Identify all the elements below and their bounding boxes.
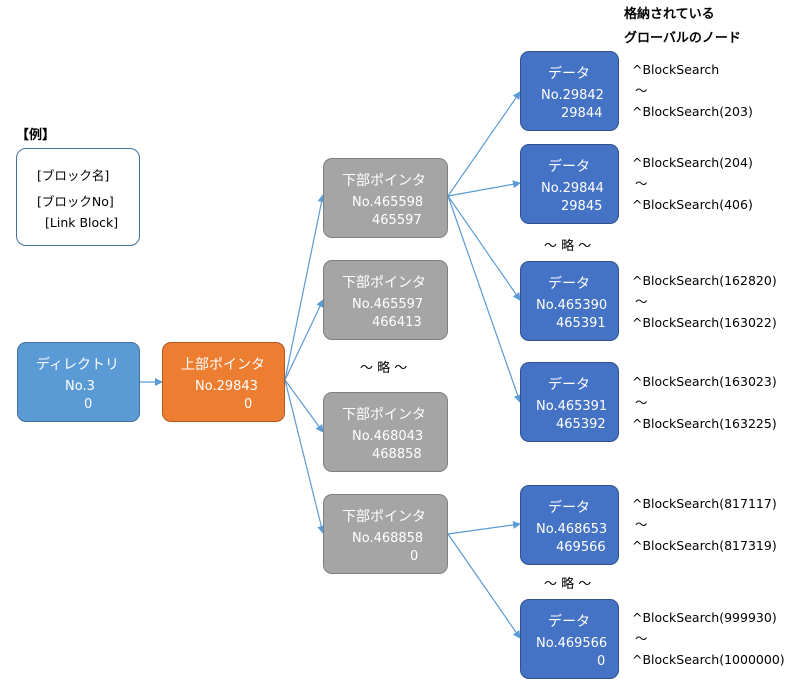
global-range: ^BlockSearch(204) ～ ^BlockSearch(406): [632, 152, 753, 215]
node-block-no: No.465390: [536, 298, 608, 313]
ellipsis-data-upper: ～ 略 ～: [544, 239, 592, 254]
legend-block-name: [ブロック名]: [37, 168, 110, 183]
node-block-no: No.29843: [195, 379, 258, 394]
data-node: データ No.29842 29844: [520, 51, 619, 131]
node-title: データ: [548, 276, 590, 292]
node-link-block: 468858: [372, 447, 422, 462]
global-range-tilde: ～: [635, 517, 648, 532]
node-title: ディレクトリ: [36, 357, 120, 373]
global-range-tilde: ～: [635, 176, 648, 191]
node-link-block: 466413: [372, 315, 422, 330]
edge-upper-lower4: [284, 379, 326, 534]
data-node: データ No.465390 465391: [520, 261, 619, 341]
global-range-tilde: ～: [635, 83, 648, 98]
edge-lower1-data3: [447, 195, 521, 301]
node-title: 下部ポインタ: [342, 407, 426, 423]
legend-title: 【例】: [16, 128, 56, 143]
node-link-block: 465597: [372, 213, 422, 228]
node-block-no: No.465391: [536, 399, 608, 414]
global-range-tilde: ～: [635, 294, 648, 309]
global-range: ^BlockSearch(163023) ～ ^BlockSearch(1632…: [632, 371, 777, 434]
node-title: データ: [548, 614, 590, 630]
global-range-start: ^BlockSearch(817117): [632, 496, 777, 511]
node-block-no: No.469566: [536, 636, 608, 651]
header-title-line1: 格納されている: [624, 7, 715, 22]
edge-lower1-data2: [447, 180, 521, 197]
global-range-end: ^BlockSearch(406): [632, 197, 753, 212]
header-title-line2: グローバルのノード: [624, 31, 741, 46]
node-block-no: No.468043: [352, 429, 424, 444]
node-block-no: No.3: [65, 379, 95, 394]
node-block-no: No.465597: [352, 297, 424, 312]
node-link-block: 0: [410, 549, 419, 564]
global-range-tilde: ～: [635, 395, 648, 410]
ellipsis-data-lower: ～ 略 ～: [544, 577, 592, 592]
node-block-no: No.468858: [352, 531, 424, 546]
node-block-no: No.468653: [536, 522, 608, 537]
ellipsis-lower: ～ 略 ～: [360, 361, 408, 376]
global-range-start: ^BlockSearch(999930): [632, 610, 777, 625]
node-block-no: No.29842: [541, 88, 604, 103]
global-range-start: ^BlockSearch(162820): [632, 273, 777, 288]
edge-lower1-data4: [447, 195, 522, 403]
node-title: 上部ポインタ: [181, 357, 265, 373]
node-link-block: 465391: [556, 316, 606, 331]
node-title: 下部ポインタ: [342, 509, 426, 525]
global-range: ^BlockSearch(999930) ～ ^BlockSearch(1000…: [632, 607, 785, 670]
global-range-start: ^BlockSearch: [632, 62, 720, 77]
global-range-end: ^BlockSearch(163225): [632, 416, 777, 431]
upper-pointer-node: 上部ポインタ No.29843 0: [162, 342, 285, 422]
global-range-tilde: ～: [635, 631, 648, 646]
node-title: データ: [548, 159, 590, 175]
node-link-block: 0: [244, 397, 253, 412]
legend-link-block: [Link Block]: [45, 215, 119, 230]
legend-box: [ブロック名] [ブロックNo] [Link Block]: [16, 148, 140, 246]
node-title: 下部ポインタ: [342, 173, 426, 189]
global-range-end: ^BlockSearch(817319): [632, 538, 777, 553]
global-range-start: ^BlockSearch(204): [632, 155, 753, 170]
node-title: 下部ポインタ: [342, 275, 426, 291]
edge-lower4-data6: [447, 533, 521, 639]
node-title: データ: [548, 377, 590, 393]
global-range: ^BlockSearch(162820) ～ ^BlockSearch(1630…: [632, 270, 777, 333]
lower-pointer-node: 下部ポインタ No.465598 465597: [323, 158, 448, 238]
edge-lower1-data1: [447, 91, 521, 197]
global-range: ^BlockSearch ～ ^BlockSearch(203): [632, 59, 753, 122]
node-block-no: No.29844: [541, 181, 604, 196]
edge-upper-lower1: [284, 194, 326, 381]
lower-pointer-node: 下部ポインタ No.465597 466413: [323, 260, 448, 340]
node-title: データ: [548, 500, 590, 516]
node-link-block: 465392: [556, 417, 606, 432]
global-range-start: ^BlockSearch(163023): [632, 374, 777, 389]
global-range-end: ^BlockSearch(203): [632, 104, 753, 119]
node-link-block: 29844: [561, 106, 603, 121]
edge-upper-lower2: [284, 299, 324, 381]
node-link-block: 0: [84, 397, 93, 412]
lower-pointer-node: 下部ポインタ No.468043 468858: [323, 392, 448, 472]
data-node: データ No.29844 29845: [520, 144, 619, 224]
node-link-block: 469566: [556, 540, 606, 555]
directory-node: ディレクトリ No.3 0: [17, 342, 140, 422]
data-node: データ No.465391 465392: [520, 362, 619, 442]
edge-upper-lower3: [284, 379, 324, 433]
data-node: データ No.469566 0: [520, 599, 619, 679]
lower-pointer-node: 下部ポインタ No.468858 0: [323, 494, 448, 574]
data-node: データ No.468653 469566: [520, 485, 619, 565]
global-range-end: ^BlockSearch(1000000): [632, 652, 785, 667]
node-title: データ: [548, 66, 590, 82]
node-block-no: No.465598: [352, 195, 424, 210]
edge-lower4-data5: [447, 521, 521, 535]
global-range: ^BlockSearch(817117) ～ ^BlockSearch(8173…: [632, 493, 777, 556]
node-link-block: 0: [597, 654, 606, 669]
node-link-block: 29845: [561, 199, 603, 214]
legend-block-no: [ブロックNo]: [37, 194, 114, 209]
global-range-end: ^BlockSearch(163022): [632, 315, 777, 330]
